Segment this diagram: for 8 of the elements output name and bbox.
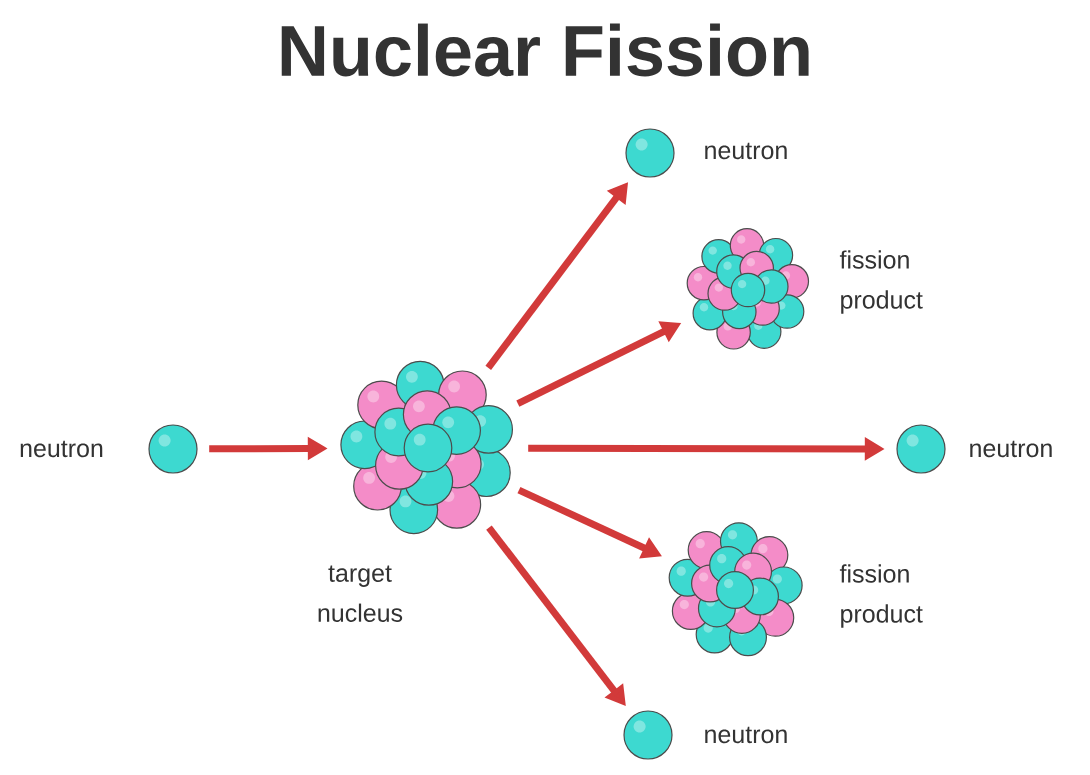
title: Nuclear Fission: [281, 23, 809, 77]
particle-label: neutron: [705, 726, 787, 744]
particle-label: neutron: [20, 440, 103, 458]
particle-label: neutron: [705, 142, 787, 160]
particle-label: target nucleus: [318, 565, 403, 622]
particle-label: fission product: [839, 250, 923, 314]
particle-label: neutron: [970, 440, 1052, 458]
particle-label: fission product: [839, 564, 923, 628]
